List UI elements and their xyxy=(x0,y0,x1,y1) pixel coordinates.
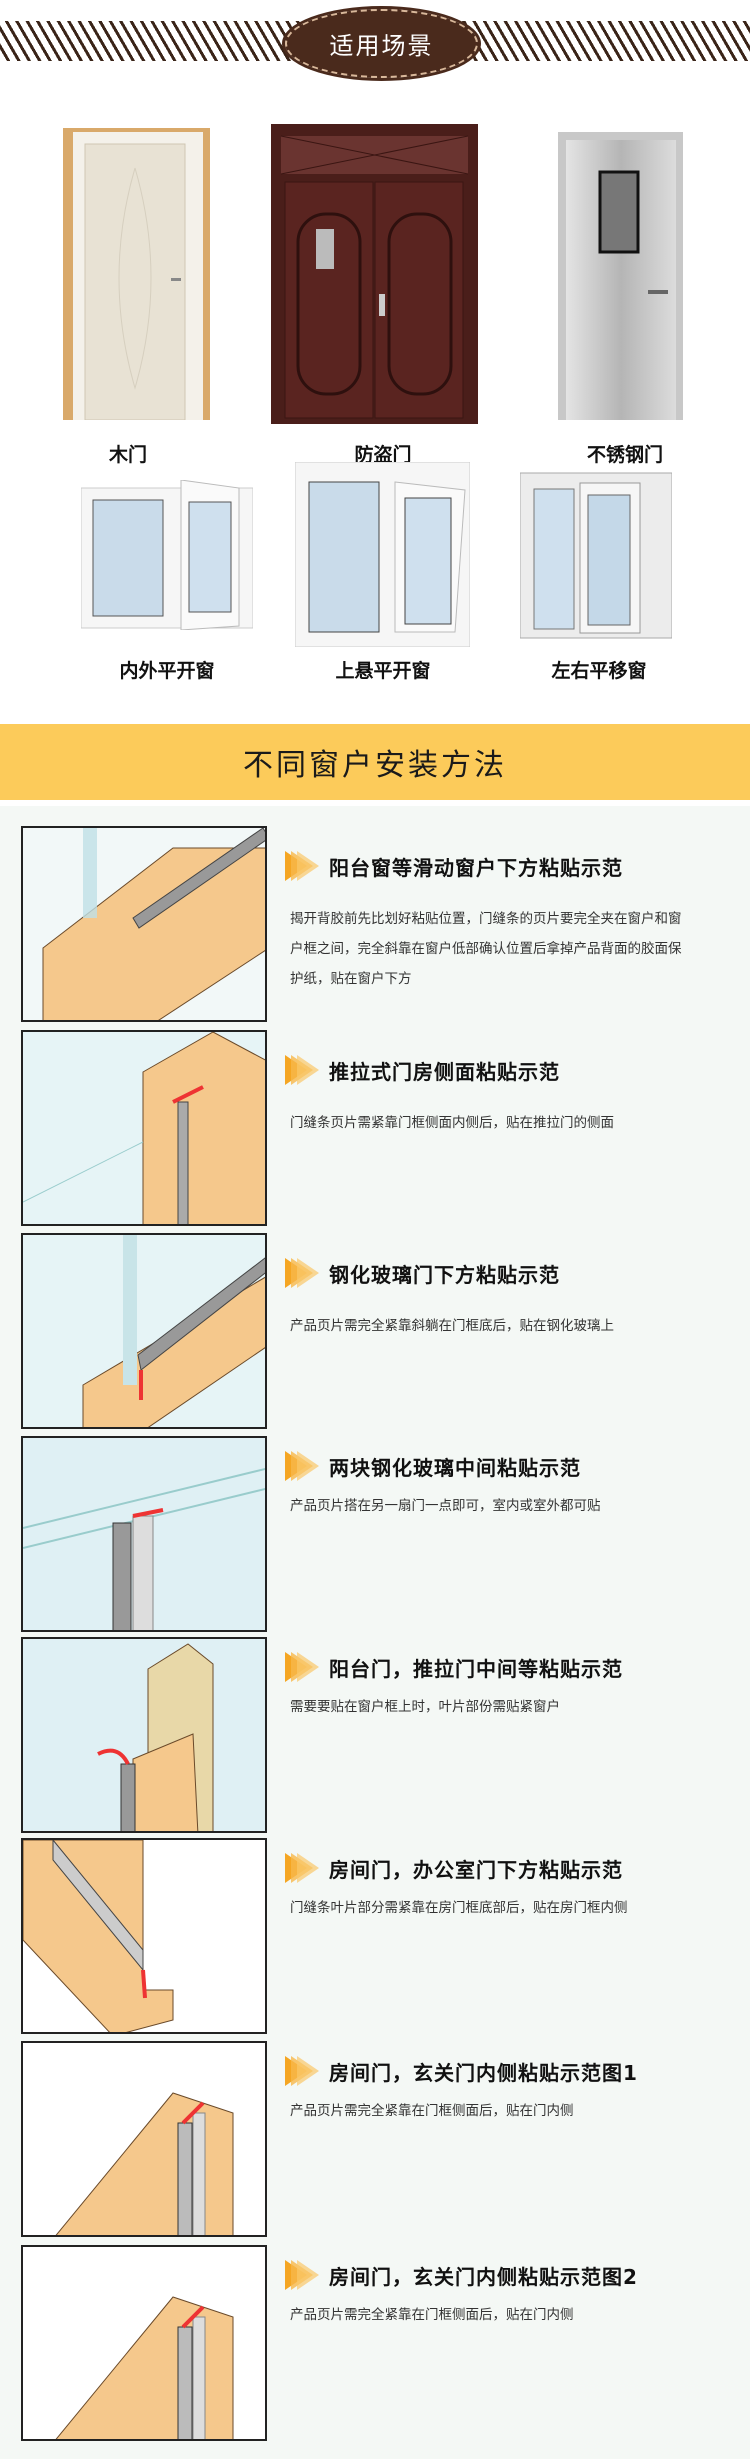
method-heading: 阳台门，推拉门中间等粘贴示范 xyxy=(285,1652,623,1682)
method-title: 阳台窗等滑动窗户下方粘贴示范 xyxy=(329,855,623,880)
scene-label-steel-door: 不锈钢门 xyxy=(586,444,664,466)
method-heading: 房间门，玄关门内侧粘贴示范图2 xyxy=(285,2260,638,2290)
tilt-window-image xyxy=(295,462,470,647)
method-title: 房间门，办公室门下方粘贴示范 xyxy=(329,1857,623,1882)
method-illustration xyxy=(21,1838,267,2034)
method-illustration xyxy=(21,1436,267,1632)
method-title: 房间门，玄关门内侧粘贴示范图1 xyxy=(329,2060,638,2085)
banner-title: 不同窗户安装方法 xyxy=(243,748,507,783)
method-title: 推拉式门房侧面粘贴示范 xyxy=(329,1059,560,1084)
casement-window-image xyxy=(81,480,253,630)
scene-label-tilt-window: 上悬平开窗 xyxy=(335,660,431,682)
method-heading: 钢化玻璃门下方粘贴示范 xyxy=(285,1258,560,1288)
arrow-icon xyxy=(285,2056,319,2086)
scene-label-wood-door: 木门 xyxy=(108,444,148,466)
arrow-icon xyxy=(285,1451,319,1481)
method-description: 需要要贴在窗户框上时，叶片部份需贴紧窗户 xyxy=(290,1699,560,1715)
method-illustration xyxy=(21,2041,267,2237)
steel-door-image xyxy=(558,132,683,420)
arrow-icon xyxy=(285,851,319,881)
method-illustration xyxy=(21,2245,267,2441)
method-description: 产品页片需完全紧靠在门框侧面后，贴在门内侧 xyxy=(290,2103,574,2119)
method-illustration xyxy=(21,1030,267,1226)
section-title: 适用场景 xyxy=(329,32,434,60)
method-title: 阳台门，推拉门中间等粘贴示范 xyxy=(329,1656,623,1681)
wood-door-image xyxy=(63,128,210,420)
method-heading: 阳台窗等滑动窗户下方粘贴示范 xyxy=(285,851,623,881)
arrow-icon xyxy=(285,1055,319,1085)
arrow-icon xyxy=(285,1652,319,1682)
arrow-icon xyxy=(285,2260,319,2290)
arrow-icon xyxy=(285,1258,319,1288)
method-title: 房间门，玄关门内侧粘贴示范图2 xyxy=(329,2264,638,2289)
method-description: 门缝条页片需紧靠门框侧面内侧后，贴在推拉门的侧面 xyxy=(290,1115,614,1131)
arrow-icon xyxy=(285,1853,319,1883)
install-methods-banner: 不同窗户安装方法 xyxy=(0,724,750,800)
scene-label-sliding-window: 左右平移窗 xyxy=(551,660,647,682)
method-heading: 房间门，玄关门内侧粘贴示范图1 xyxy=(285,2056,638,2086)
method-description: 门缝条叶片部分需紧靠在房门框底部后，贴在房门框内侧 xyxy=(290,1900,628,1916)
method-title: 钢化玻璃门下方粘贴示范 xyxy=(329,1262,560,1287)
method-description: 产品页片需完全紧靠在门框侧面后，贴在门内侧 xyxy=(290,2307,574,2323)
method-illustration xyxy=(21,1233,267,1429)
method-heading: 房间门，办公室门下方粘贴示范 xyxy=(285,1853,623,1883)
method-illustration xyxy=(21,826,267,1022)
method-description: 产品页片搭在另一扇门一点即可，室内或室外都可贴 xyxy=(290,1498,601,1514)
method-heading: 推拉式门房侧面粘贴示范 xyxy=(285,1055,560,1085)
method-illustration xyxy=(21,1637,267,1833)
scene-label-casement-window: 内外平开窗 xyxy=(119,660,215,682)
method-title: 两块钢化玻璃中间粘贴示范 xyxy=(329,1455,581,1480)
sliding-window-image xyxy=(520,472,672,639)
security-door-image xyxy=(271,124,478,424)
method-description: 揭开背胶前先比划好粘贴位置，门缝条的页片要完全夹在窗户和窗户框之间，完全斜靠在窗… xyxy=(290,911,682,987)
scene-label-security-door: 防盗门 xyxy=(354,444,412,466)
section-title-badge: 适用场景 xyxy=(282,6,481,81)
method-description: 产品页片需完全紧靠斜躺在门框底后，贴在钢化玻璃上 xyxy=(290,1318,614,1334)
method-heading: 两块钢化玻璃中间粘贴示范 xyxy=(285,1451,581,1481)
